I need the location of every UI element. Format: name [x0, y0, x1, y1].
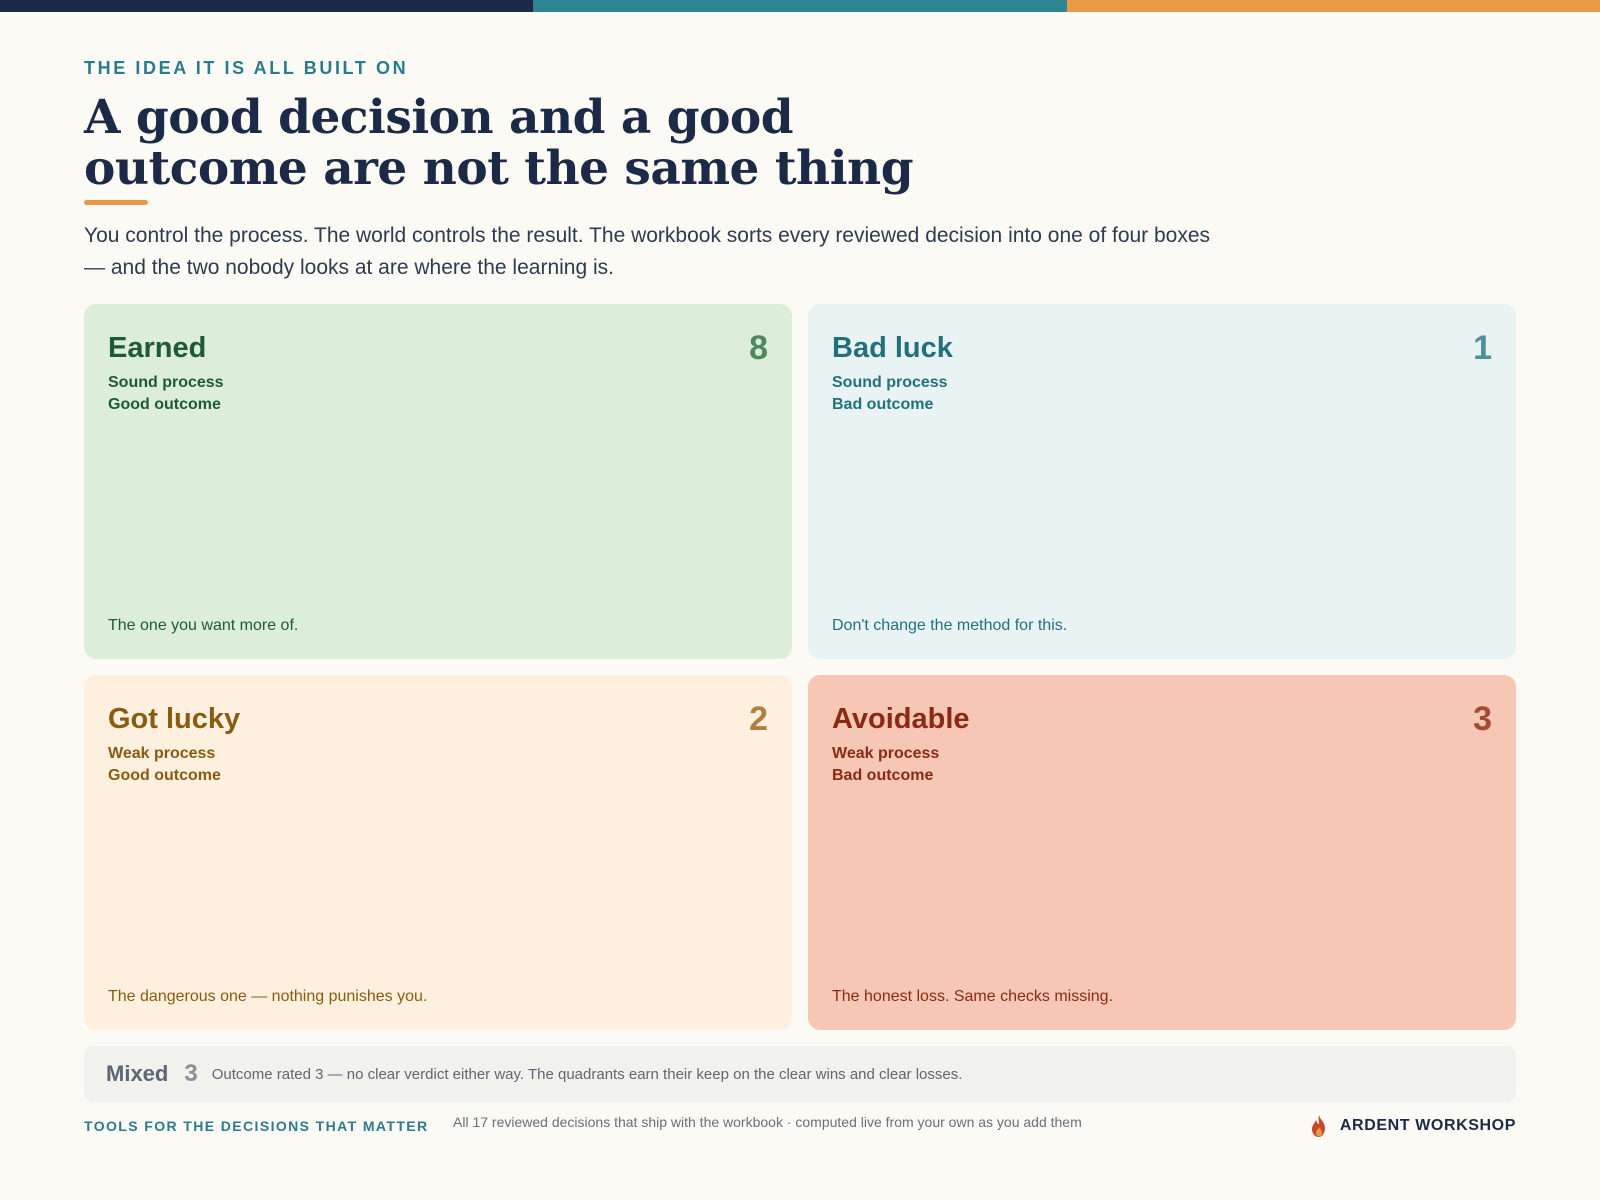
mixed-summary: Mixed 3 Outcome rated 3 — no clear verdi…: [84, 1046, 1516, 1102]
quadrant-count: 2: [749, 700, 768, 738]
mixed-count: 3: [184, 1060, 198, 1087]
top-bar-segment-teal: [533, 0, 1067, 12]
quadrant-process: Sound process: [832, 374, 948, 391]
quadrant-name: Earned: [108, 332, 207, 364]
top-bar-segment-orange: [1066, 0, 1600, 12]
quadrant-note: Don't change the method for this.: [832, 617, 1068, 634]
quadrant-process: Weak process: [832, 745, 940, 762]
quadrant-outcome: Bad outcome: [832, 396, 934, 413]
quadrant-count: 3: [1473, 700, 1492, 738]
quadrant-note: The one you want more of.: [108, 617, 299, 634]
eyebrow: THE IDEA IT IS ALL BUILT ON: [84, 58, 409, 78]
brand: ARDENT WORKSHOP: [1308, 1114, 1516, 1138]
quadrant-card-earned: Earned 8 Sound process Good outcome The …: [84, 304, 792, 659]
quadrant-outcome: Bad outcome: [832, 767, 934, 784]
quadrant-outcome: Good outcome: [108, 396, 221, 413]
quadrant-note: The honest loss. Same checks missing.: [832, 988, 1114, 1005]
lede: You control the process. The world contr…: [84, 224, 1211, 279]
top-color-bar: [0, 0, 1600, 12]
quadrant-card-got-lucky: Got lucky 2 Weak process Good outcome Th…: [84, 675, 792, 1030]
quadrant-name: Avoidable: [832, 703, 970, 735]
flame-icon: [1311, 1115, 1325, 1137]
title-underline: [84, 200, 148, 205]
quadrant-count: 8: [749, 329, 768, 367]
quadrant-card-avoidable: Avoidable 3 Weak process Bad outcome The…: [808, 675, 1516, 1030]
brand-name: ARDENT WORKSHOP: [1339, 1117, 1516, 1134]
top-bar-segment-navy: [0, 0, 534, 12]
quadrant-name: Got lucky: [108, 703, 241, 735]
mixed-label: Mixed: [106, 1061, 169, 1086]
footer-note: All 17 reviewed decisions that ship with…: [453, 1114, 1082, 1130]
page-title: A good decision and a good outcome are n…: [84, 90, 914, 196]
quadrant-name: Bad luck: [832, 332, 953, 364]
quadrant-grid: Earned 8 Sound process Good outcome The …: [84, 304, 1516, 1030]
quadrant-count: 1: [1473, 329, 1492, 367]
quadrant-note: The dangerous one — nothing punishes you…: [108, 988, 428, 1005]
footer-tagline: TOOLS FOR THE DECISIONS THAT MATTER: [84, 1118, 429, 1134]
quadrant-process: Weak process: [108, 745, 216, 762]
quadrant-outcome: Good outcome: [108, 767, 221, 784]
quadrant-process: Sound process: [108, 374, 224, 391]
quadrant-card-bad-luck: Bad luck 1 Sound process Bad outcome Don…: [808, 304, 1516, 659]
mixed-text: Outcome rated 3 — no clear verdict eithe…: [211, 1065, 963, 1083]
